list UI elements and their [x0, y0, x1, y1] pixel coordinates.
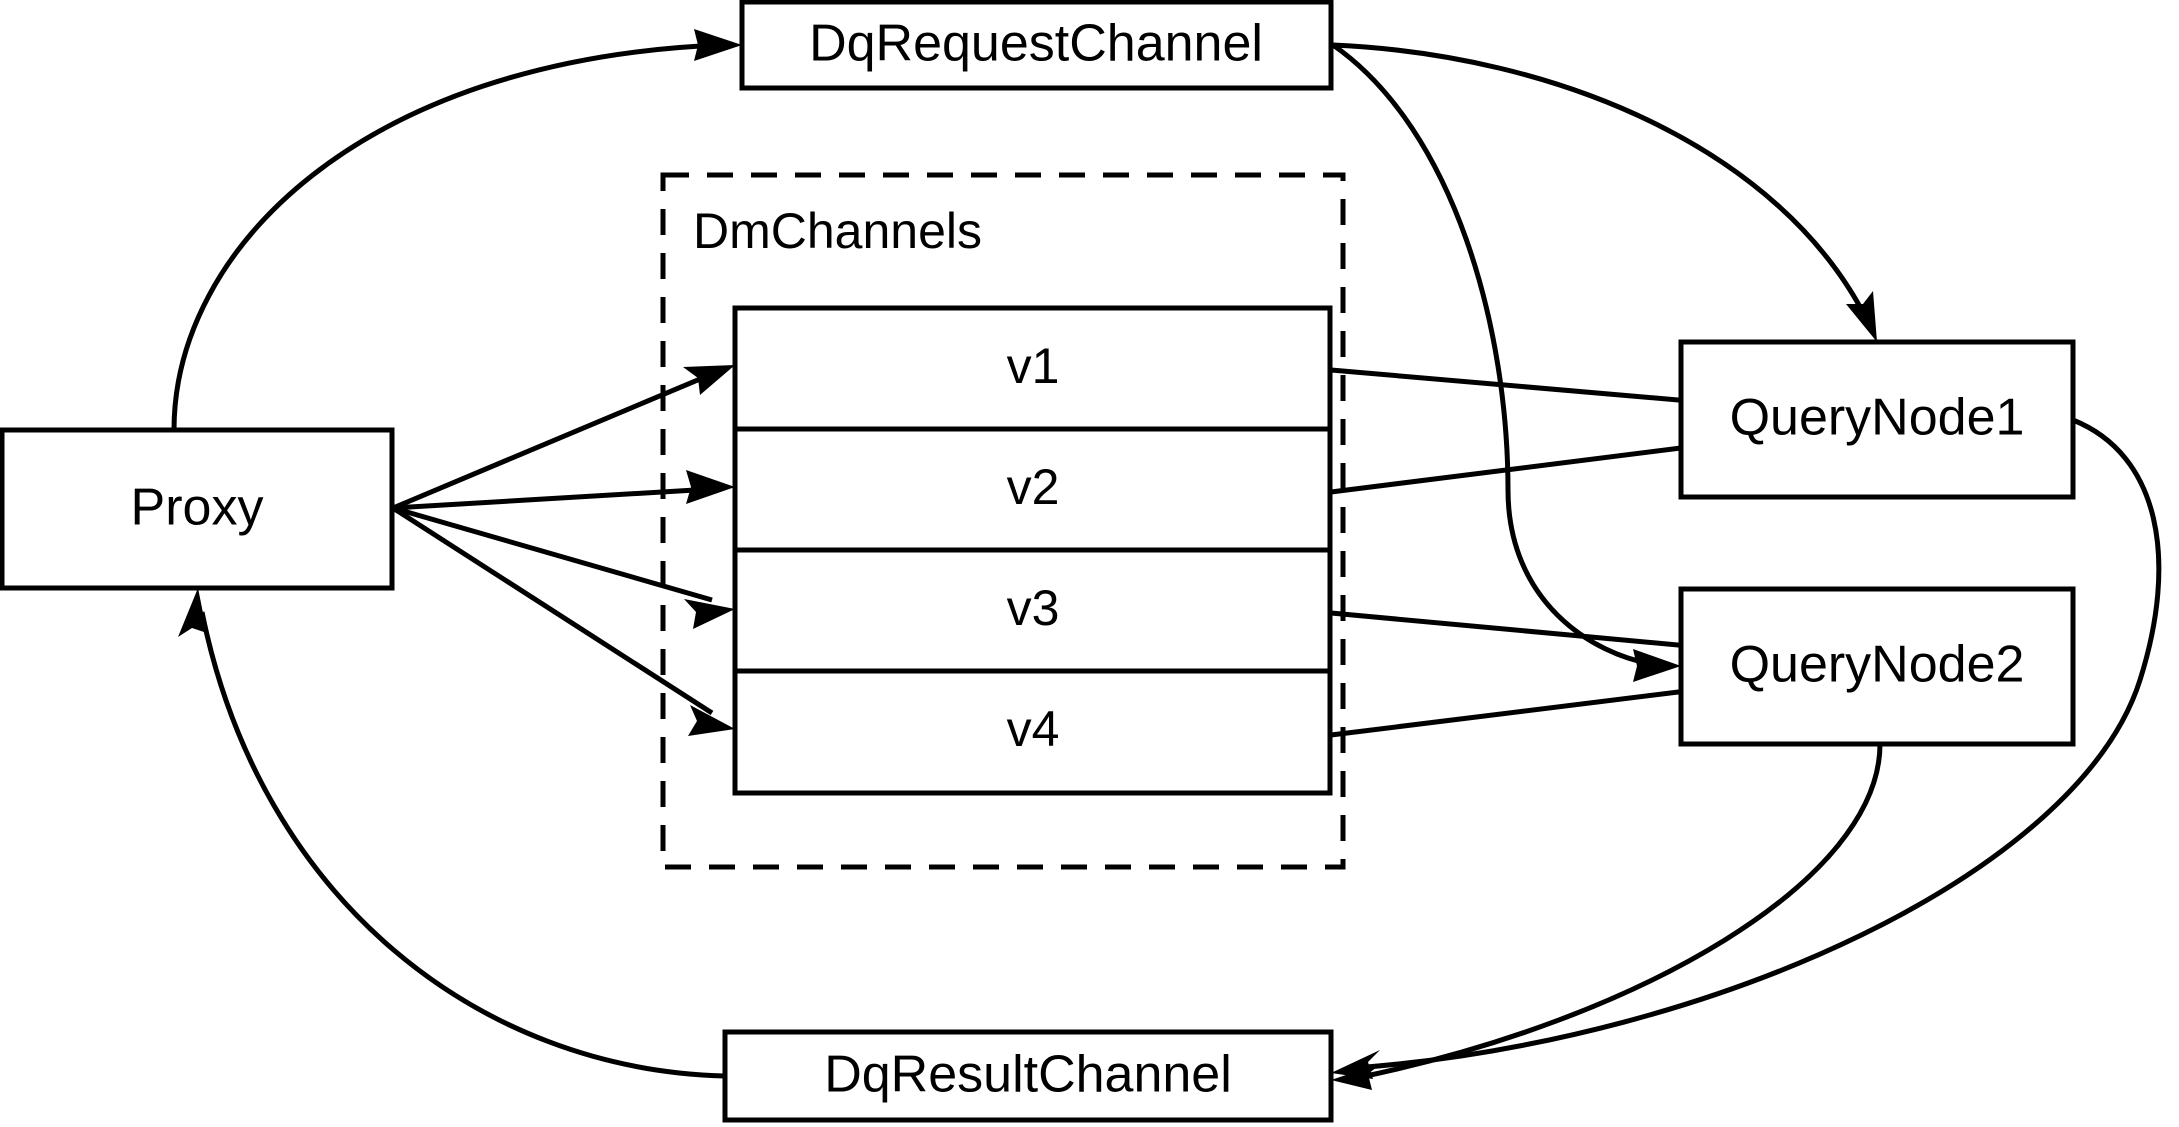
edge-querynode2-to-dq-result-channel-line — [1355, 743, 1883, 1081]
node-dq-request-channel-label: DqRequestChannel — [809, 15, 1263, 73]
edge-dq-request-channel-to-querynode2-arrowhead — [1633, 649, 1681, 682]
node-dq-result-channel-label: DqResultChannel — [824, 1046, 1232, 1104]
node-querynode1-label: QueryNode1 — [1730, 389, 2025, 447]
edge-proxy-to-dq-request-channel[interactable] — [171, 29, 742, 431]
vchannel-row-v3-label: v3 — [1007, 580, 1060, 636]
edge-proxy-to-v1[interactable] — [392, 365, 735, 511]
dm-channels-group-label: DmChannels — [693, 203, 982, 259]
edge-proxy-to-dq-request-channel-arrowhead — [694, 29, 742, 61]
edge-querynode2-to-dq-result-channel-arrowhead — [1331, 1063, 1382, 1090]
edge-proxy-to-v4[interactable] — [391, 505, 735, 736]
edge-dq-request-channel-to-querynode1-arrowhead — [1846, 291, 1877, 342]
edge-proxy-to-v3-arrowhead — [684, 599, 735, 629]
edge-proxy-to-v1-arrowhead — [683, 365, 735, 395]
node-querynode2-border — [1678, 586, 2076, 747]
node-dq-request-channel-border — [739, 0, 1334, 91]
vchannel-row-v1-label: v1 — [1007, 338, 1060, 394]
edge-proxy-to-v3[interactable] — [392, 505, 735, 629]
dm-channels-group[interactable]: DmChannels — [660, 172, 1346, 870]
dm-channels-group-border — [660, 172, 1346, 870]
edge-querynode1-to-dq-result-channel[interactable] — [1331, 417, 2162, 1079]
edge-dq-result-channel-to-proxy[interactable] — [178, 588, 726, 1079]
edge-proxy-to-v1-line — [392, 371, 713, 511]
node-dq-result-channel[interactable]: DqResultChannel — [722, 1029, 1334, 1123]
edge-proxy-to-v2-arrowhead — [686, 470, 735, 504]
node-proxy-border — [0, 427, 395, 591]
edge-dq-request-channel-to-querynode1[interactable] — [1332, 42, 1877, 342]
node-querynode1-border — [1678, 339, 2076, 500]
edge-querynode2-to-dq-result-channel[interactable] — [1331, 743, 1883, 1090]
edge-proxy-to-v4-arrowhead — [688, 705, 735, 736]
vchannel-row-v2-label: v2 — [1007, 459, 1060, 515]
node-querynode2[interactable]: QueryNode2 — [1678, 586, 2076, 747]
vchannel-stack[interactable]: v1 v2 v3 v4 — [732, 305, 1333, 796]
node-proxy[interactable]: Proxy — [0, 427, 395, 591]
edge-dq-result-channel-to-proxy-arrowhead — [178, 588, 207, 637]
edge-proxy-to-v2-line — [392, 486, 713, 511]
node-querynode1[interactable]: QueryNode1 — [1678, 339, 2076, 500]
edge-proxy-to-v2[interactable] — [392, 470, 735, 511]
node-dq-result-channel-border — [722, 1029, 1334, 1123]
edge-dq-request-channel-to-querynode2[interactable] — [1331, 42, 1681, 682]
edge-proxy-to-v3-line — [392, 505, 713, 603]
edge-dq-result-channel-to-proxy-line — [199, 611, 726, 1079]
node-querynode2-label: QueryNode2 — [1730, 636, 2025, 694]
edge-querynode1-to-dq-result-channel-line — [1354, 417, 2162, 1071]
edge-proxy-to-dq-request-channel-line — [171, 42, 721, 431]
edge-dq-request-channel-to-querynode2-line — [1331, 42, 1658, 668]
edge-dq-request-channel-to-querynode1-line — [1332, 42, 1869, 320]
node-proxy-label: Proxy — [131, 479, 264, 537]
vchannel-row-v4-label: v4 — [1007, 701, 1060, 757]
node-dq-request-channel[interactable]: DqRequestChannel — [739, 0, 1334, 91]
edge-proxy-to-v4-line — [391, 505, 714, 716]
